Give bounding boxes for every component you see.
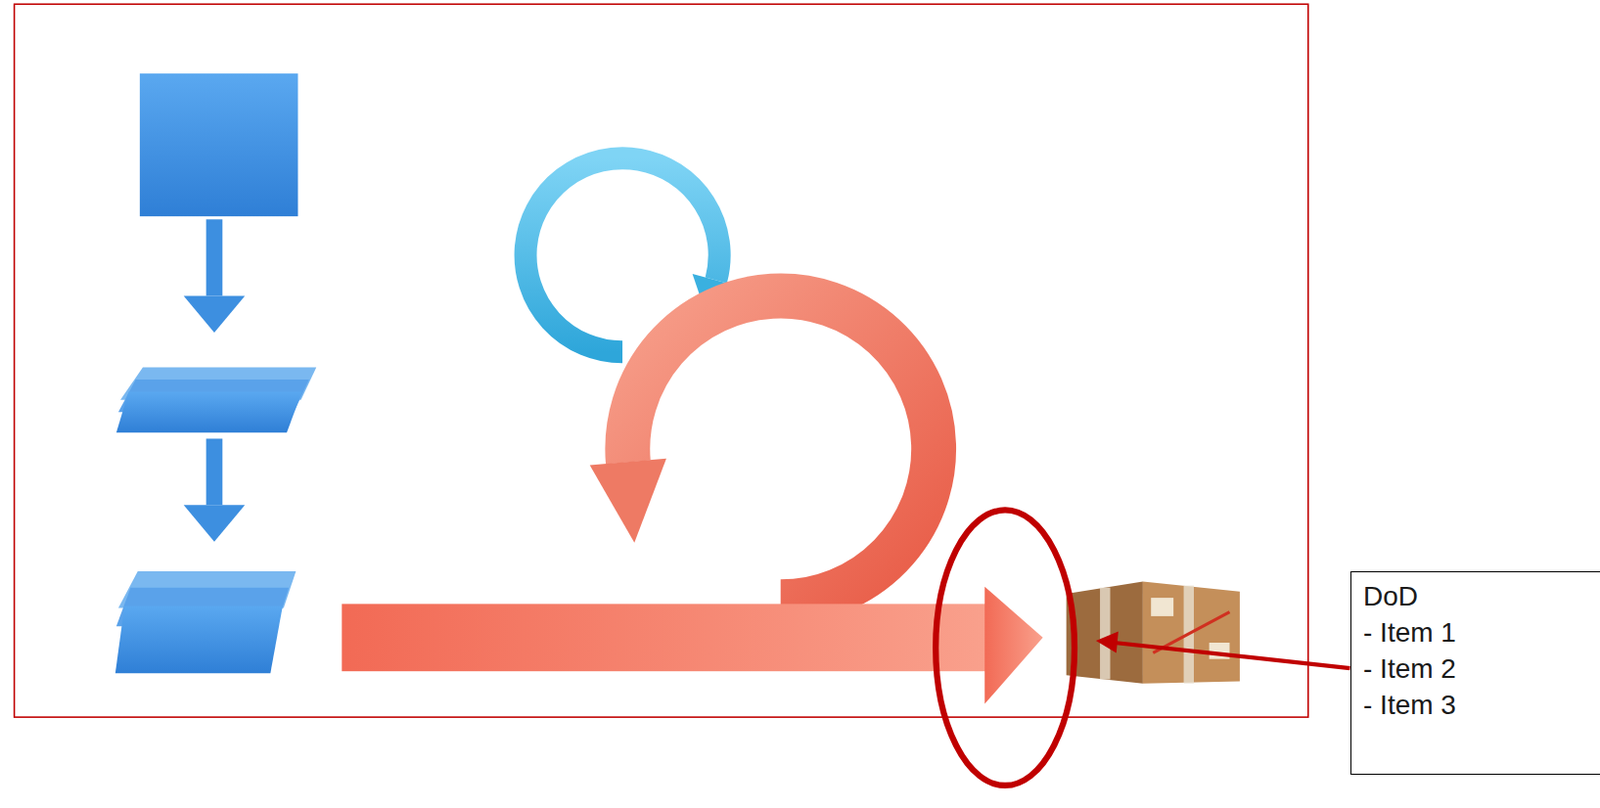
down-arrow	[183, 438, 246, 542]
list-item: - Item 2	[1363, 650, 1593, 687]
backlog-plates	[116, 366, 317, 433]
callout-heading: DoD	[1363, 578, 1593, 615]
sprint-cycle-arrow	[590, 295, 934, 602]
leader-arrow	[1096, 632, 1351, 670]
frame	[14, 3, 1309, 718]
list-item: - Item 1	[1363, 614, 1593, 651]
callout-box: DoD- Item 1- Item 2- Item 3	[1350, 571, 1600, 776]
highlight-ellipse	[935, 509, 1075, 786]
list-item: - Item 3	[1363, 686, 1593, 724]
down-arrow	[183, 219, 246, 333]
product-package	[1066, 581, 1240, 684]
backlog-square	[139, 73, 299, 217]
backlog-plates	[115, 571, 297, 674]
